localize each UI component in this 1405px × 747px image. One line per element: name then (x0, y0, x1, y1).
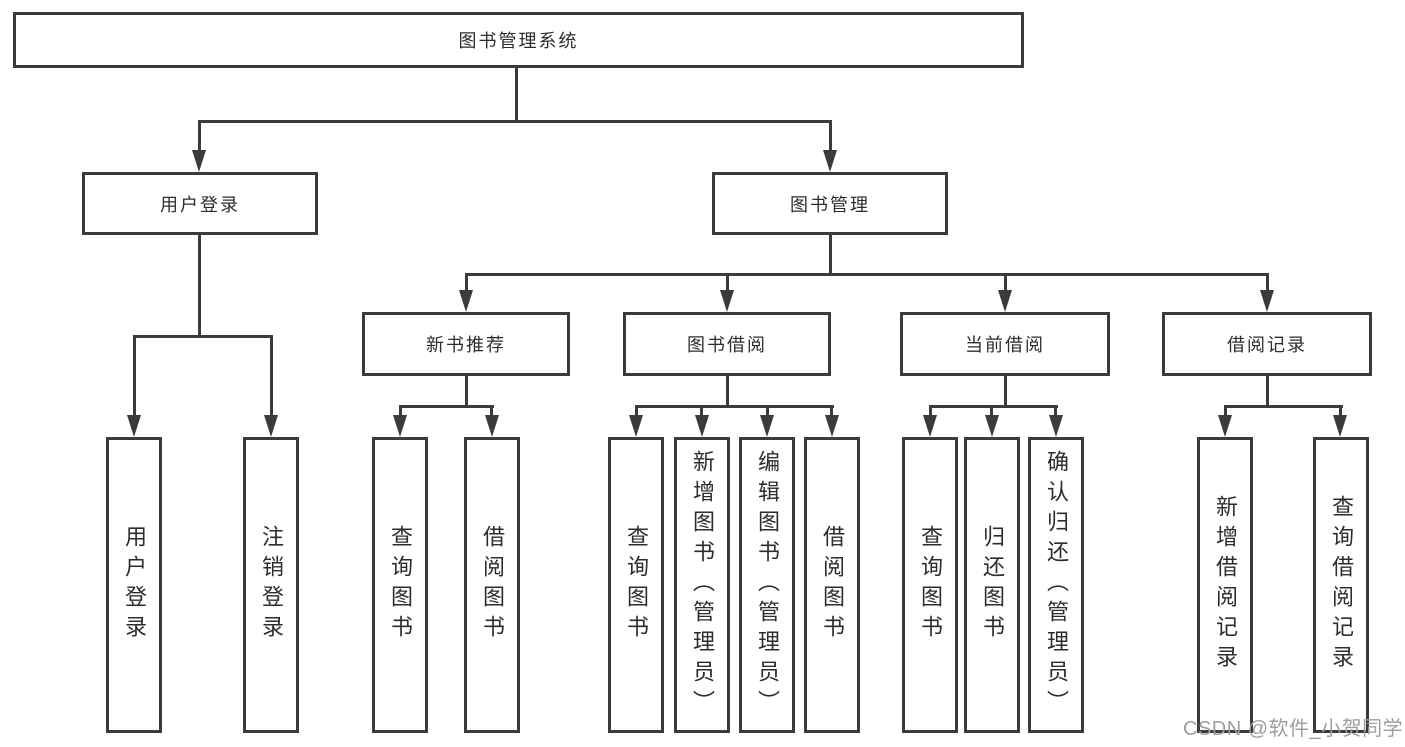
arrow-down-icon (127, 415, 141, 437)
arrow-down-icon (264, 415, 278, 437)
connector-level3-stem (1266, 273, 1269, 292)
leaf-label: 注销登录 (259, 525, 284, 645)
connector-borrowing-records-down (1266, 376, 1269, 407)
connector-root-stem (515, 66, 518, 122)
connector-book-management-stem (829, 120, 832, 152)
node-borrowing-records: 借阅记录 (1162, 312, 1372, 376)
connector-leaf-stem (399, 405, 402, 417)
leaf-borrow-books-borrowing: 借阅图书 (804, 437, 860, 733)
arrow-down-icon (695, 415, 709, 437)
leaf-query-books-recommend: 查询图书 (372, 437, 428, 733)
connector-book-management-down (829, 235, 832, 275)
connector-book-borrowing-hline (635, 405, 834, 408)
node-new-book-recommend: 新书推荐 (362, 312, 570, 376)
leaf-label: 用户登录 (122, 525, 147, 645)
arrow-down-icon (192, 150, 206, 172)
arrow-down-icon (923, 415, 937, 437)
leaf-query-books-borrowing: 查询图书 (608, 437, 664, 733)
arrow-down-icon (720, 290, 734, 312)
node-current-borrowing: 当前借阅 (900, 312, 1110, 376)
connector-user-login-down (198, 235, 201, 337)
arrow-down-icon (629, 415, 643, 437)
connector-level3-stem (1004, 273, 1007, 292)
node-book-borrowing: 图书借阅 (623, 312, 831, 376)
connector-leaf-stem (270, 335, 273, 417)
leaf-label: 归还图书 (980, 525, 1005, 645)
connector-level3-stem (465, 273, 468, 292)
connector-new-book-down (465, 376, 468, 407)
connector-leaf-stem (1224, 405, 1227, 417)
watermark: CSDN @软件_小贺同学 (1183, 718, 1404, 740)
connector-leaf-stem (635, 405, 638, 417)
connector-leaf-stem (490, 405, 493, 417)
node-label: 新书推荐 (426, 335, 506, 355)
arrow-down-icon (998, 290, 1012, 312)
arrow-down-icon (393, 415, 407, 437)
node-label: 用户登录 (160, 194, 240, 215)
leaf-user-login: 用户登录 (106, 437, 162, 733)
connector-leaf-stem (990, 405, 993, 417)
leaf-add-borrow-record: 新增借阅记录 (1197, 437, 1253, 733)
connector-borrowing-records-hline (1224, 405, 1343, 408)
connector-level3-hline (465, 273, 1269, 276)
connector-current-borrowing-down (1004, 376, 1007, 407)
connector-user-login-hline (133, 335, 273, 338)
arrow-down-icon (760, 415, 774, 437)
leaf-label: 借阅图书 (820, 525, 845, 645)
arrow-down-icon (1333, 415, 1347, 437)
arrow-down-icon (1049, 415, 1063, 437)
leaf-borrow-books-recommend: 借阅图书 (464, 437, 520, 733)
leaf-logout: 注销登录 (243, 437, 299, 733)
leaf-query-borrow-record: 查询借阅记录 (1313, 437, 1369, 733)
leaf-label: 查询图书 (388, 525, 413, 645)
connector-book-borrowing-down (726, 376, 729, 407)
arrow-down-icon (825, 415, 839, 437)
node-label: 当前借阅 (965, 335, 1045, 355)
node-label: 图书借阅 (687, 335, 767, 355)
leaf-label: 借阅图书 (480, 525, 505, 645)
leaf-query-books-current: 查询图书 (902, 437, 958, 733)
leaf-label: 查询图书 (624, 525, 649, 645)
connector-leaf-stem (766, 405, 769, 417)
arrow-down-icon (485, 415, 499, 437)
connector-new-book-hline (399, 405, 494, 408)
connector-leaf-stem (1054, 405, 1057, 417)
leaf-label: 编辑图书（管理员） (755, 450, 780, 720)
connector-leaf-stem (133, 335, 136, 417)
arrow-down-icon (1260, 290, 1274, 312)
leaf-label: 新增图书（管理员） (690, 450, 715, 720)
connector-level2-hline (198, 120, 832, 123)
node-label: 图书管理 (790, 194, 870, 215)
connector-leaf-stem (700, 405, 703, 417)
arrow-down-icon (985, 415, 999, 437)
connector-leaf-stem (929, 405, 932, 417)
connector-leaf-stem (830, 405, 833, 417)
leaf-label: 新增借阅记录 (1213, 495, 1238, 675)
leaf-add-books-admin: 新增图书（管理员） (674, 437, 730, 733)
leaf-label: 查询图书 (918, 525, 943, 645)
arrow-down-icon (1218, 415, 1232, 437)
node-label: 图书管理系统 (458, 31, 579, 51)
leaf-confirm-return-admin: 确认归还（管理员） (1028, 437, 1084, 733)
node-user-login: 用户登录 (82, 172, 318, 235)
node-book-management: 图书管理 (712, 172, 948, 235)
leaf-return-books: 归还图书 (964, 437, 1020, 733)
node-label: 借阅记录 (1227, 335, 1307, 355)
leaf-edit-books-admin: 编辑图书（管理员） (739, 437, 795, 733)
connector-leaf-stem (1339, 405, 1342, 417)
node-library-management-system: 图书管理系统 (13, 12, 1024, 68)
arrow-down-icon (823, 150, 837, 172)
leaf-label: 查询借阅记录 (1329, 495, 1354, 675)
arrow-down-icon (459, 290, 473, 312)
connector-user-login-stem (198, 120, 201, 152)
leaf-label: 确认归还（管理员） (1044, 450, 1069, 720)
connector-level3-stem (726, 273, 729, 292)
connector-current-borrowing-hline (929, 405, 1058, 408)
